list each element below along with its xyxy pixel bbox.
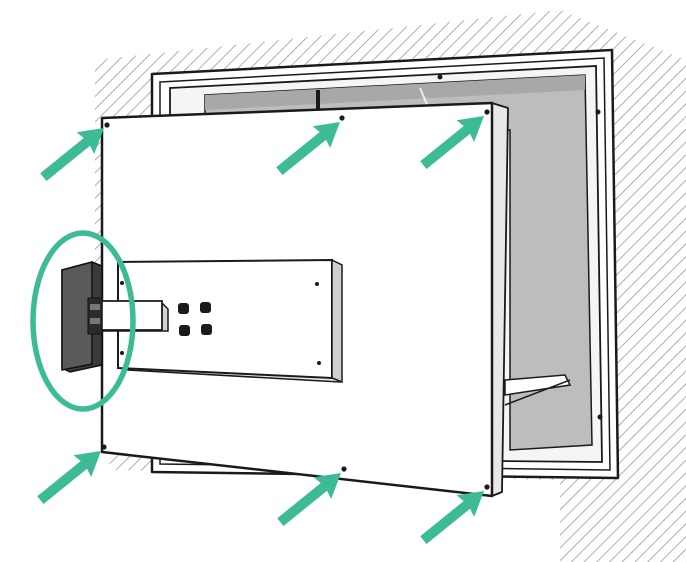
mounting-bracket [117, 258, 343, 384]
panel-screw-holes [101, 109, 490, 490]
bracket-hole-icon [200, 302, 211, 313]
bracket-hole-icon [201, 324, 212, 335]
side-handle-connector [61, 261, 103, 373]
highlight-ellipse [30, 230, 136, 412]
frame-screw-icon [437, 74, 443, 80]
arrow-bottom-left-icon [37, 451, 101, 504]
screw-hole-top-right-icon [484, 109, 490, 115]
arrow-top-center-icon [276, 122, 340, 175]
bracket-hole-icon [178, 303, 189, 314]
bracket-hole-icon [179, 325, 190, 336]
screw-hole-top-left-icon [104, 122, 110, 128]
screw-hole-bottom-right-icon [484, 484, 490, 490]
arrow-top-left-icon [40, 128, 104, 181]
screw-hole-bottom-left-icon [101, 444, 107, 450]
arrow-bottom-center-icon [277, 473, 341, 526]
arrow-bottom-right-icon [420, 491, 484, 544]
frame-screw-icon [595, 109, 601, 115]
arrow-top-right-icon [420, 116, 484, 169]
screw-hole-top-center-icon [339, 115, 345, 121]
screw-hole-bottom-center-icon [341, 466, 347, 472]
frame-screw-icon [597, 414, 603, 420]
screw-arrows [37, 116, 484, 544]
